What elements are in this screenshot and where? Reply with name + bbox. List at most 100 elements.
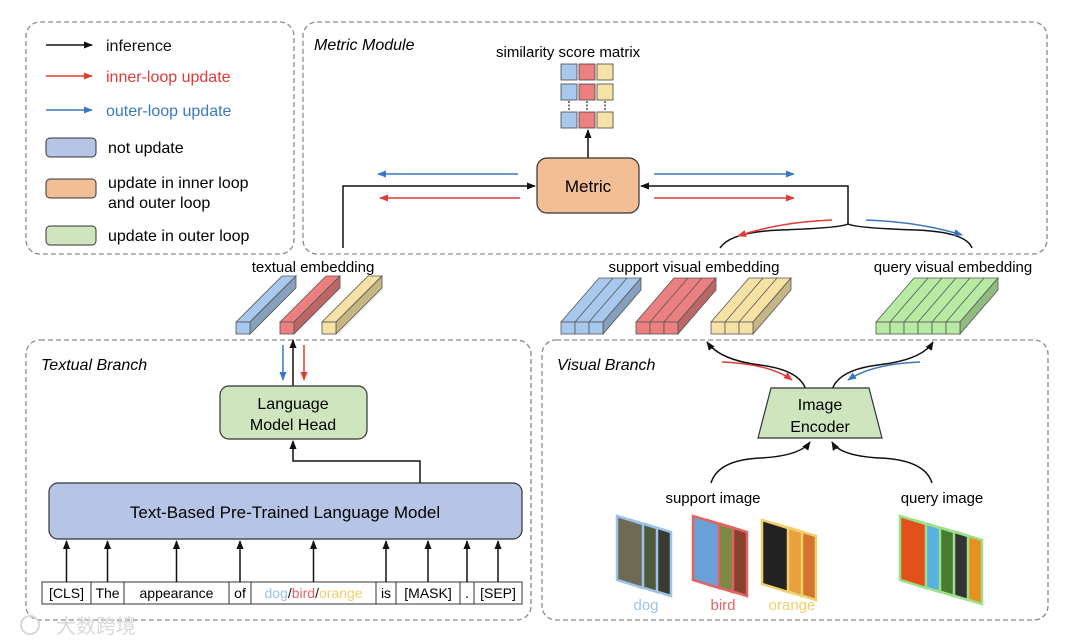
support-orange-image: [760, 518, 790, 594]
support-embed-dog-cell: [588, 321, 604, 335]
token-class-words: dog/bird/orange: [264, 585, 362, 601]
metric-module-title: Metric Module: [314, 37, 415, 54]
class-word-orange: orange: [319, 585, 363, 601]
token-text: is: [381, 585, 391, 601]
query-embed-ridge: [931, 277, 971, 323]
query-image-label: query image: [901, 490, 984, 507]
support-visual-embedding-label: support visual embedding: [609, 259, 780, 276]
text-embed-bird-cell: [279, 321, 295, 335]
support-embed-bird-ridge: [649, 277, 689, 323]
lm-head-label-1: Language: [257, 396, 328, 413]
query-embed-ridge: [889, 277, 929, 323]
query-embed-ridge: [917, 277, 957, 323]
matrix-cell: [596, 111, 614, 129]
support-embed-orange-cell: [738, 321, 754, 335]
inner-update-encoder-arrow: [721, 361, 793, 381]
support-embed-dog-cell: [560, 321, 576, 335]
legend-panel: [25, 21, 295, 255]
matrix-cell: [578, 63, 596, 81]
matrix-cell: [596, 63, 614, 81]
support-embed-bird-cell: [649, 321, 665, 335]
support-embed-orange-ridge: [724, 277, 764, 323]
support-embed-dog-ridge: [588, 277, 628, 323]
metric-module-panel: [302, 21, 1048, 255]
legend-inner-outer-label-2: and outer loop: [108, 195, 210, 212]
token-text: .: [465, 585, 469, 601]
matrix-cell: [560, 111, 578, 129]
visual-branch-title: Visual Branch: [557, 357, 656, 374]
encoder-label-2: Encoder: [790, 419, 850, 436]
class-separator: /: [288, 585, 292, 601]
matrix-cell: [560, 83, 578, 101]
support-embed-dog-cell: [574, 321, 590, 335]
support-image-label: support image: [665, 490, 760, 507]
class-word-bird: bird: [292, 585, 315, 601]
query-embed-cell: [945, 321, 961, 335]
language-model-head: [219, 385, 368, 440]
support-embed-orange-cell: [724, 321, 740, 335]
legend-outer-swatch: [45, 225, 97, 246]
visual-branch-panel: [541, 339, 1049, 621]
matrix-cell: [560, 63, 578, 81]
matrix-cell: [596, 83, 614, 101]
encoder-to-query-arrow: [831, 341, 934, 391]
textual-to-metric-arrow: [342, 182, 536, 248]
matrix-cell: [578, 83, 596, 101]
image-stacks: dog bird orange: [615, 514, 984, 614]
query-embed-cell: [917, 321, 933, 335]
image-encoder: [757, 387, 883, 439]
metric-box: [536, 157, 640, 214]
support-image-to-encoder-arrow: [710, 441, 811, 484]
visual-embedding-brace: [719, 223, 973, 249]
legend-inner-outer-swatch: [45, 178, 97, 199]
support-embed-bird-ridge: [663, 277, 703, 323]
support-embed-bird-cell: [635, 321, 651, 335]
legend-inner-outer-label-1: update in inner loop: [108, 175, 249, 192]
class-word-dog: dog: [264, 585, 287, 601]
token-text: appearance: [140, 585, 214, 601]
support-class-label-bird: bird: [710, 597, 735, 614]
query-image-to-encoder-arrow: [831, 441, 933, 484]
support-dog-image: [615, 514, 645, 590]
query-image: [898, 514, 928, 590]
legend-outer-label: update in outer loop: [108, 228, 250, 245]
token-text: [CLS]: [49, 585, 84, 601]
visual-to-metric-arrow: [640, 182, 849, 224]
watermark: 大数跨境: [56, 615, 136, 638]
encoder-to-support-arrow: [706, 341, 807, 391]
legend-outer-label: outer-loop update: [106, 103, 232, 120]
query-embed-cell: [931, 321, 947, 335]
textual-branch-title: Textual Branch: [41, 357, 147, 374]
support-bird-image: [691, 514, 721, 590]
support-embed-orange-ridge: [738, 277, 778, 323]
token-text: The: [95, 585, 119, 601]
query-embed-cell: [875, 321, 891, 335]
matrix-cell: [578, 111, 596, 129]
textual-embedding-label: textual embedding: [252, 259, 375, 276]
watermark-logo-icon: [20, 615, 40, 635]
support-embed-dog-ridge: [574, 277, 614, 323]
similarity-score-matrix: [560, 63, 614, 129]
legend-inner-label: inner-loop update: [106, 69, 231, 86]
legend-not-update-swatch: [45, 137, 97, 158]
metric-label: Metric: [565, 177, 612, 196]
query-visual-embedding-label: query visual embedding: [874, 259, 1032, 276]
lm-head-label-2: Model Head: [250, 417, 336, 434]
legend-inference-label: inference: [106, 38, 172, 55]
query-embed-cell: [889, 321, 905, 335]
plm-to-lm-head-arrow: [289, 440, 421, 483]
support-class-label-dog: dog: [633, 597, 658, 614]
support-class-label-orange: orange: [769, 597, 816, 614]
legend-not-update-label: not update: [108, 140, 184, 157]
similarity-matrix-label: similarity score matrix: [496, 44, 641, 61]
query-embed-ridge: [903, 277, 943, 323]
outer-update-encoder-arrow: [847, 361, 921, 381]
inner-update-support-arrow: [737, 219, 833, 237]
embedding-blocks: [235, 275, 999, 336]
token-text: [SEP]: [480, 585, 516, 601]
pretrained-language-model: [48, 482, 523, 540]
support-embed-bird-cell: [663, 321, 679, 335]
text-embed-dog-cell: [235, 321, 251, 335]
